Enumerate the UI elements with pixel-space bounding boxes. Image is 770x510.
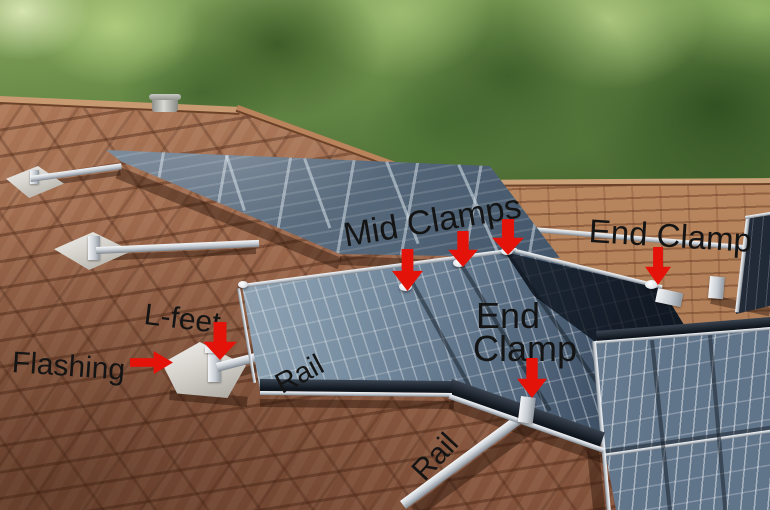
end-clamp-lower-hardware [517, 396, 536, 424]
l-foot-second [88, 236, 100, 260]
right-panel-mount-bracket [708, 276, 725, 300]
end-clamp-upper-dot [645, 280, 658, 289]
roof-vent-cap [149, 94, 181, 100]
label-end-clamp-upper: End Clamp [587, 212, 754, 259]
roof-vent-pipe [152, 97, 178, 112]
label-end-clamp-lower-line1: End [476, 295, 541, 336]
mid-clamp-2 [453, 259, 465, 267]
l-foot-main [208, 350, 221, 382]
label-end-clamp-lower-line2: Clamp [473, 328, 578, 369]
label-flashing: Flashing [10, 346, 127, 387]
label-end-clamp-lower: End Clamp [473, 295, 578, 369]
corner-clamp [238, 281, 248, 288]
